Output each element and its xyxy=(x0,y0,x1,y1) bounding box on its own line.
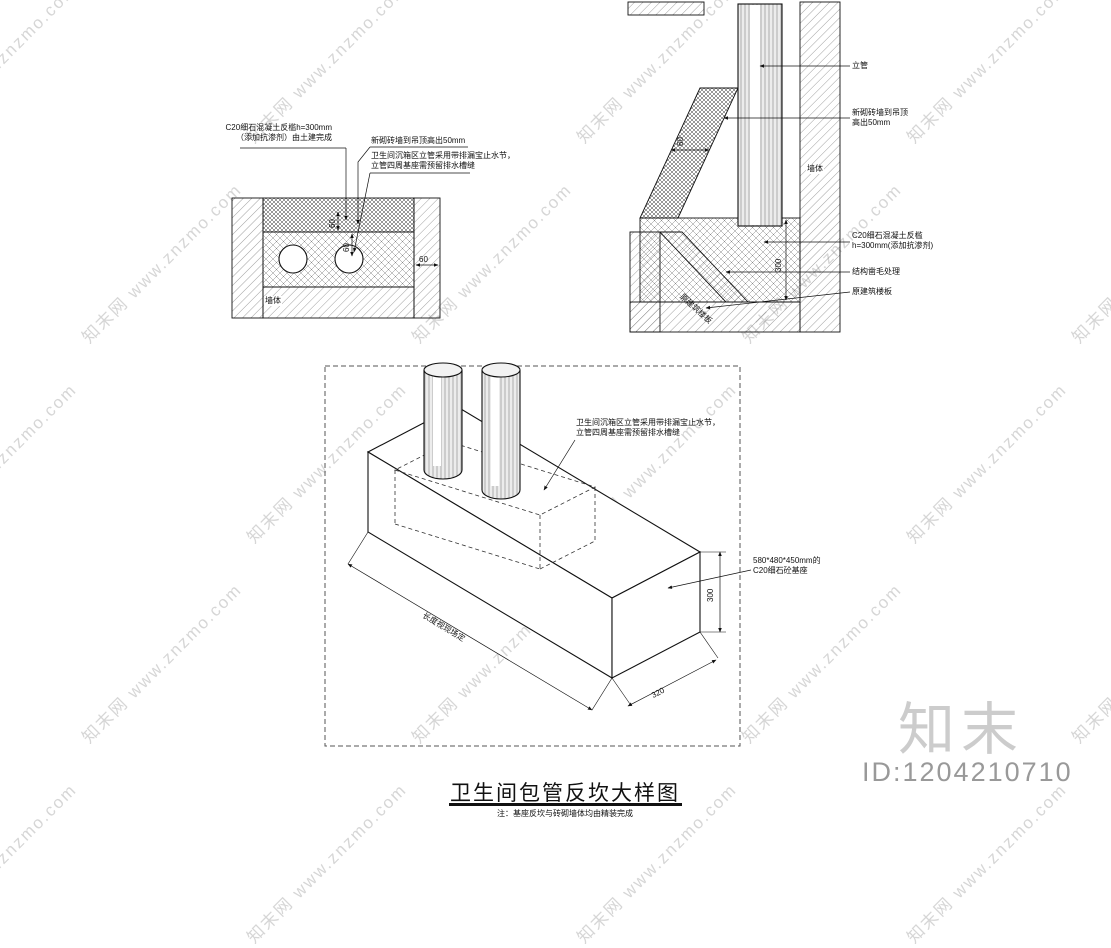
iso-pipe-2 xyxy=(481,362,521,500)
section-ceiling-band xyxy=(627,1,705,16)
iso-base-prism xyxy=(366,405,702,679)
section-new-brick-wall xyxy=(639,87,739,219)
iso-dashed-frame xyxy=(324,365,741,747)
section-floor-slab xyxy=(629,301,801,333)
section-riser-pipe xyxy=(737,3,783,227)
plan-wall-bottom xyxy=(262,286,415,319)
plan-detail-drawing xyxy=(231,146,470,319)
section-wall xyxy=(799,1,841,333)
plan-pipe-1 xyxy=(278,244,308,274)
iso-pipe-1 xyxy=(423,362,463,480)
plan-pipe-2 xyxy=(334,244,364,274)
iso-detail-drawing xyxy=(324,362,752,747)
plan-wall-right xyxy=(413,197,441,319)
drawing-canvas xyxy=(231,1,851,747)
section-detail-drawing xyxy=(627,1,851,333)
plan-new-brick-wall xyxy=(262,197,415,233)
plan-wall-left xyxy=(231,197,264,319)
